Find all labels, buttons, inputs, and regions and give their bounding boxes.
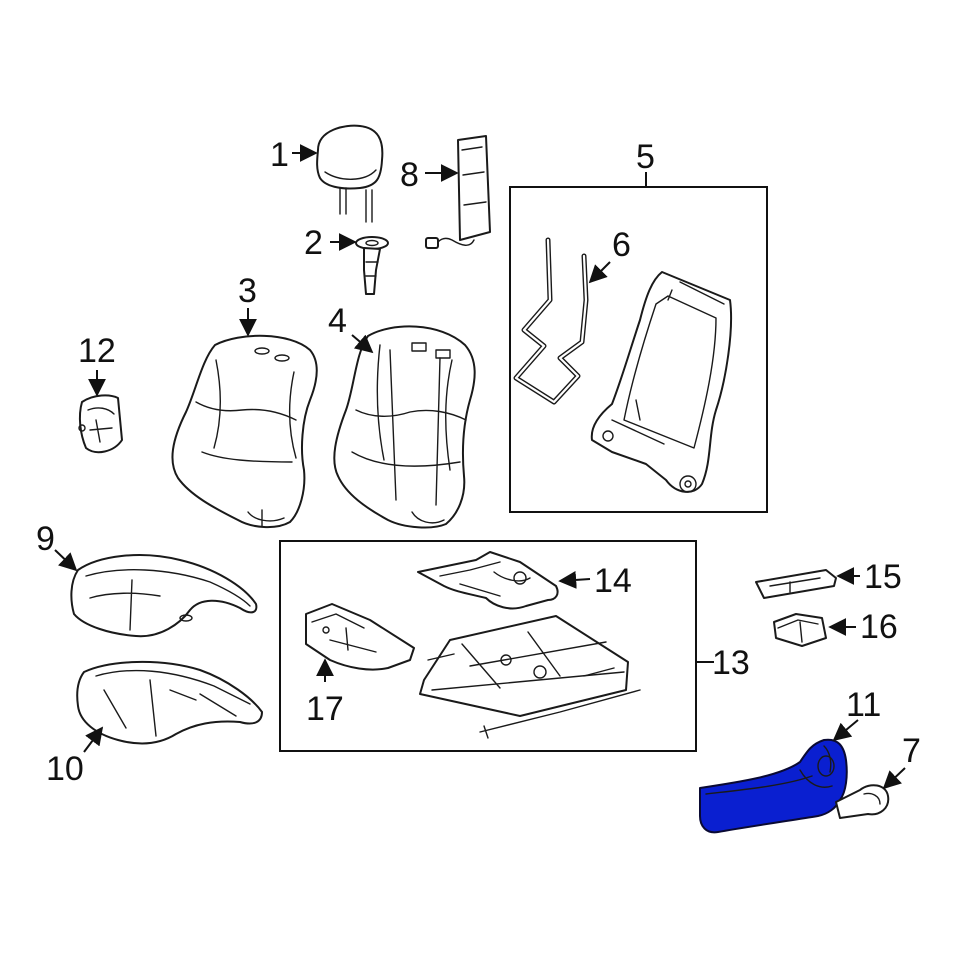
side-trim-panel-part[interactable] (78, 394, 123, 454)
cushion-frame-pan-part[interactable] (417, 551, 559, 610)
callout-15: 15 (864, 558, 902, 596)
cushion-bracket-part[interactable] (305, 603, 415, 671)
adjuster-knob-part[interactable] (835, 784, 890, 819)
callout-6: 6 (612, 226, 631, 264)
callout-14: 14 (594, 562, 632, 600)
headrest-part[interactable] (316, 124, 384, 223)
callout-1: 1 (270, 136, 289, 174)
callout-8: 8 (400, 156, 419, 194)
callout-3: 3 (238, 272, 257, 310)
power-seat-switch-part[interactable] (773, 613, 827, 647)
callout-17: 17 (306, 690, 344, 728)
seat-back-frame-group-box (509, 186, 768, 513)
seat-side-shield-part[interactable] (699, 738, 848, 834)
callout-16: 16 (860, 608, 898, 646)
side-airbag-part[interactable] (425, 135, 491, 249)
callout-4: 4 (328, 302, 347, 340)
headrest-guide-part[interactable] (355, 236, 389, 295)
seat-back-pad-part[interactable] (333, 325, 476, 529)
callout-9: 9 (36, 520, 55, 558)
callout-12: 12 (78, 332, 116, 370)
callout-13: 13 (712, 644, 750, 682)
seat-back-frame-part[interactable] (590, 271, 733, 493)
seat-cushion-pad-part[interactable] (76, 660, 263, 745)
seat-back-cover-part[interactable] (171, 334, 318, 528)
seat-track-group-box (279, 540, 697, 752)
seat-cushion-cover-part[interactable] (70, 554, 258, 638)
callout-5: 5 (636, 138, 655, 176)
callout-2: 2 (304, 224, 323, 262)
callout-11: 11 (846, 686, 881, 724)
switch-bezel-part[interactable] (755, 569, 837, 599)
callout-7: 7 (902, 732, 921, 770)
callout-10: 10 (46, 750, 84, 788)
seat-back-spring-part[interactable] (513, 237, 589, 405)
seat-track-adjuster-part[interactable] (419, 615, 641, 739)
